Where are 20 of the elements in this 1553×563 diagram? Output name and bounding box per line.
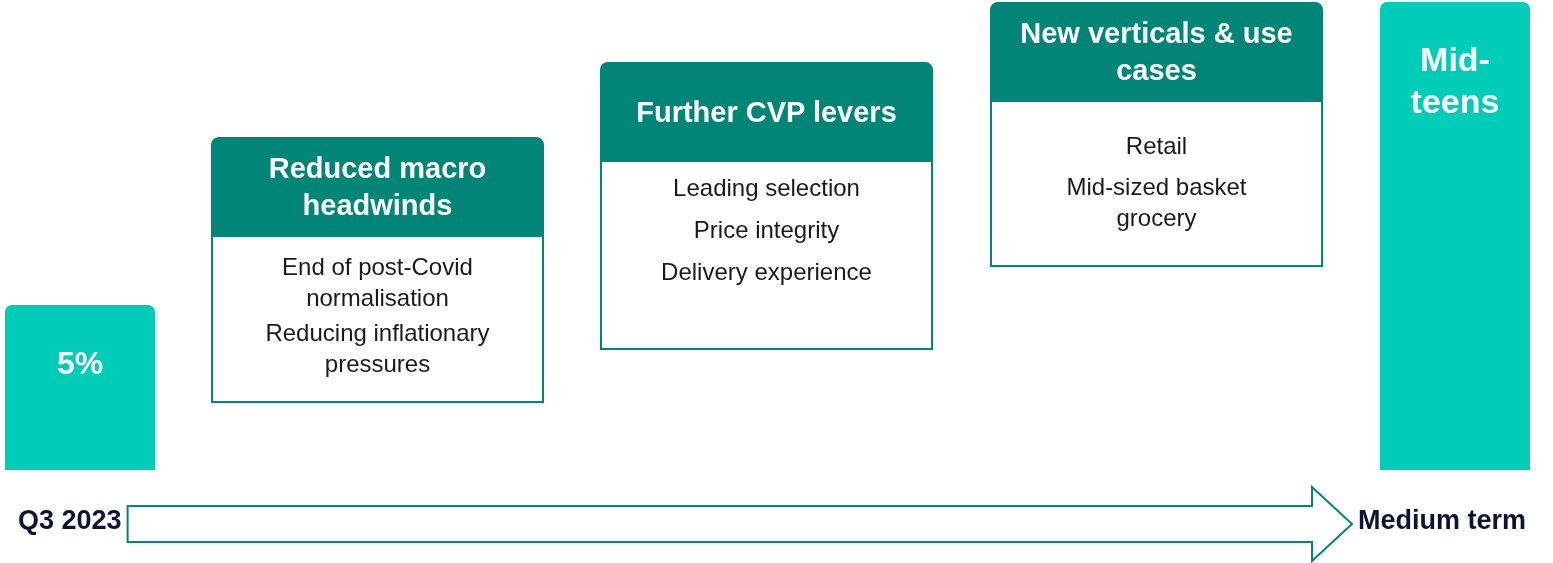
arrow bbox=[126, 484, 1354, 563]
list-item: Leading selection bbox=[673, 173, 860, 203]
period-label: Q3 2023 bbox=[18, 505, 122, 536]
list-item: End of post-Covid normalisation bbox=[281, 252, 474, 313]
category-card bbox=[600, 62, 933, 350]
category-card bbox=[990, 2, 1323, 267]
value-label: Mid-teens bbox=[1409, 39, 1501, 122]
list-item: Mid-sized basket grocery bbox=[1065, 172, 1248, 233]
card-heading: Reduced macro headwinds bbox=[211, 137, 544, 237]
list-item: Retail bbox=[1125, 131, 1188, 161]
value-bar bbox=[1380, 2, 1530, 470]
card-heading: Further CVP levers bbox=[600, 62, 933, 162]
value-label: 5% bbox=[55, 344, 105, 383]
period-label: Medium term bbox=[1358, 505, 1527, 536]
card-heading: New verticals & use cases bbox=[990, 2, 1323, 102]
category-card bbox=[211, 137, 544, 403]
list-item: Reducing inflationary pressures bbox=[264, 318, 491, 379]
list-item: Delivery experience bbox=[661, 257, 872, 287]
value-bar bbox=[5, 305, 155, 470]
list-item: Price integrity bbox=[693, 215, 840, 245]
